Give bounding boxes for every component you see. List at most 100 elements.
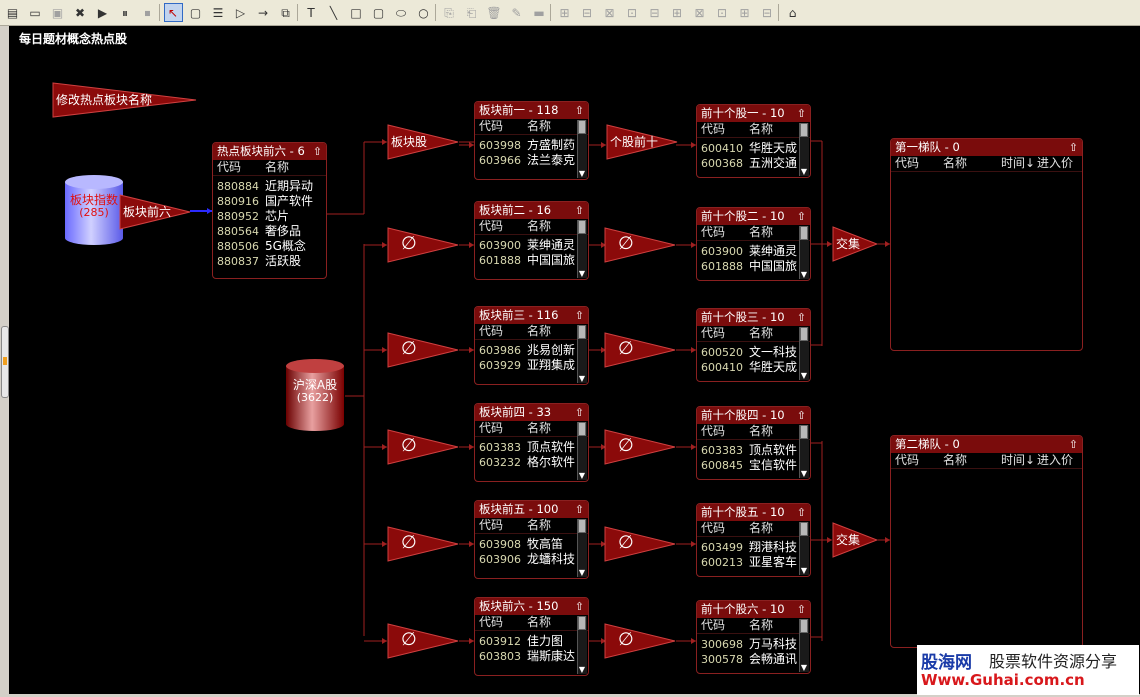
scroll-thumb[interactable]	[578, 519, 586, 533]
collapse-icon[interactable]: ⇧	[1068, 438, 1078, 451]
scroll-down-icon[interactable]: ▼	[578, 169, 586, 178]
scroll-thumb[interactable]	[578, 616, 586, 630]
paste-icon[interactable]: ⎗	[466, 5, 477, 20]
space-v-icon[interactable]: ⊡	[716, 5, 728, 20]
scroll-down-icon[interactable]: ▼	[578, 568, 586, 577]
collapse-icon[interactable]: ⇧	[574, 104, 584, 117]
col-time[interactable]: 时间↓	[1001, 453, 1036, 467]
scroll-thumb[interactable]	[578, 120, 586, 134]
roundrect-icon[interactable]: ▢	[372, 5, 385, 20]
stock-filter-flag[interactable]: ∅	[604, 526, 676, 562]
scrollbar[interactable]: ▼	[799, 123, 809, 176]
collapse-icon[interactable]: ⇧	[312, 145, 322, 158]
scroll-thumb[interactable]	[578, 220, 586, 234]
paint-icon[interactable]: ✎	[511, 5, 522, 20]
col-time[interactable]: 时间↓	[1001, 156, 1036, 170]
scrollbar[interactable]: ▼	[577, 519, 587, 577]
rename-sector-flag[interactable]: 修改热点板块名称	[52, 82, 197, 118]
intersect-flag-2[interactable]: 交集	[832, 522, 878, 558]
arrow-icon[interactable]: →	[257, 5, 269, 20]
collapse-icon[interactable]: ⇧	[796, 107, 806, 120]
stock-filter-flag[interactable]: ∅	[604, 332, 676, 368]
scrollbar[interactable]: ▼	[799, 327, 809, 380]
echelon-2-table[interactable]: 第二梯队 - 0⇧ 代码名称时间↓进入价	[890, 435, 1083, 648]
scroll-down-icon[interactable]: ▼	[578, 665, 586, 674]
pointer-icon[interactable]: ↖	[163, 3, 183, 22]
scrollbar[interactable]: ▼	[799, 619, 809, 672]
align-right-icon[interactable]: ⊠	[604, 5, 615, 20]
home-icon[interactable]: ⌂	[788, 5, 797, 20]
link-icon[interactable]: ⧉	[281, 5, 290, 20]
echelon-1-table[interactable]: 第一梯队 - 0⇧ 代码名称时间↓进入价	[890, 138, 1083, 351]
align-top-icon[interactable]: ⊡	[626, 5, 638, 20]
scroll-down-icon[interactable]: ▼	[578, 269, 586, 278]
scroll-down-icon[interactable]: ▼	[800, 663, 808, 672]
open-icon[interactable]: ▭	[29, 5, 41, 20]
a-shares-cylinder[interactable]: 沪深A股 (3622)	[285, 358, 345, 432]
align-bottom-icon[interactable]: ⊞	[671, 5, 683, 20]
stop-icon[interactable]: ⏹	[144, 5, 151, 20]
space-h-icon[interactable]: ⊠	[694, 5, 705, 20]
save-icon[interactable]: ▣	[51, 5, 64, 20]
circle-icon[interactable]: ○	[418, 5, 429, 20]
scroll-thumb[interactable]	[800, 425, 808, 439]
table-icon[interactable]: ☰	[212, 5, 224, 20]
align-middle-icon[interactable]: ⊟	[649, 5, 660, 20]
scrollbar[interactable]: ▼	[577, 220, 587, 278]
scroll-down-icon[interactable]: ▼	[800, 371, 808, 380]
flag-icon[interactable]: ▷	[235, 5, 246, 20]
sector-filter-flag[interactable]: ∅	[387, 227, 459, 263]
scrollbar[interactable]: ▼	[577, 422, 587, 480]
splitter-grip[interactable]	[1, 326, 9, 398]
divider-icon[interactable]: ▬	[533, 5, 545, 20]
node-icon[interactable]: ▢	[189, 5, 202, 20]
intersect-flag-1[interactable]: 交集	[832, 226, 878, 262]
sector-filter-flag[interactable]: ∅	[387, 623, 459, 659]
collapse-icon[interactable]: ⇧	[796, 210, 806, 223]
run-icon[interactable]: ▶	[97, 5, 108, 20]
stock-filter-flag[interactable]: ∅	[604, 623, 676, 659]
trash-icon[interactable]: 🗑	[486, 5, 502, 20]
scroll-thumb[interactable]	[800, 327, 808, 341]
scroll-down-icon[interactable]: ▼	[578, 374, 586, 383]
sector-stock-flag[interactable]: 板块股	[387, 124, 459, 160]
left-splitter[interactable]	[0, 26, 9, 694]
align-center-icon[interactable]: ⊟	[581, 5, 593, 20]
collapse-icon[interactable]: ⇧	[574, 503, 584, 516]
scrollbar[interactable]: ▼	[799, 226, 809, 279]
new-icon[interactable]: ▤	[6, 5, 19, 20]
scrollbar[interactable]: ▼	[577, 325, 587, 383]
scrollbar[interactable]: ▼	[799, 522, 809, 575]
stock-filter-flag[interactable]: ∅	[604, 227, 676, 263]
rect-icon[interactable]: □	[350, 5, 362, 20]
collapse-icon[interactable]: ⇧	[796, 311, 806, 324]
